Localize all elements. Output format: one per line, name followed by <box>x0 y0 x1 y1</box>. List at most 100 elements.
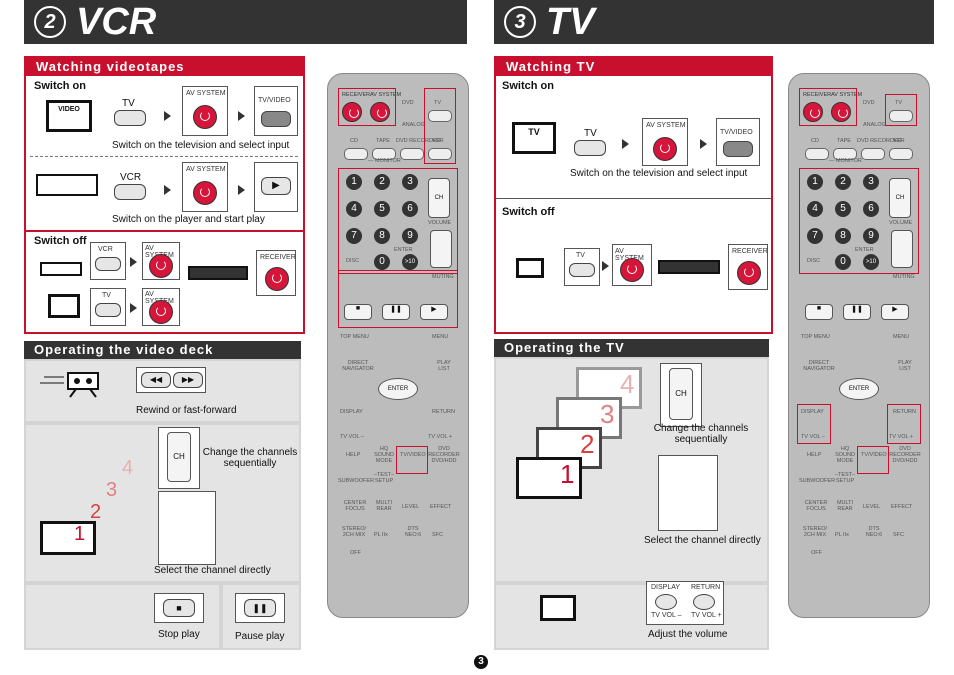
remote-enter-button[interactable]: ENTER <box>839 378 879 400</box>
remote-disc-label: DISC <box>807 258 821 264</box>
remote-pause-button[interactable]: ❚❚ <box>382 304 410 320</box>
highlight-power <box>799 88 857 126</box>
remote-center-label: CENTER FOCUS <box>343 500 367 512</box>
arrow-icon <box>130 257 137 267</box>
remote-digit-5[interactable]: 5 <box>374 201 390 217</box>
fast-forward-button[interactable]: ▶▶ <box>173 372 203 388</box>
highlight-tvvideo <box>396 446 428 474</box>
remote-digit-3[interactable]: 3 <box>402 174 418 190</box>
remote-digit-8[interactable]: 8 <box>835 228 851 244</box>
remote-digit-0[interactable]: 0 <box>374 254 390 270</box>
remote-tape-button[interactable] <box>372 148 396 160</box>
tv-stack-1 <box>516 457 582 499</box>
tv-video-button[interactable] <box>723 141 753 157</box>
tv-button[interactable] <box>574 140 606 156</box>
remote-ten-button[interactable]: >10 <box>402 254 418 270</box>
vcr-button[interactable] <box>95 257 121 271</box>
remote-stereo-label: STEREO/ 2CH MIX <box>341 526 367 538</box>
tv-icon <box>516 258 544 278</box>
remote-menu-label: MENU <box>432 334 449 340</box>
power-button[interactable] <box>149 300 173 324</box>
remote-direct-nav-label: DIRECT NAVIGATOR <box>803 360 835 372</box>
remote-dvdrec-label: DVD RECORDER <box>396 138 441 144</box>
remote-ch-rocker[interactable]: CH <box>889 178 911 218</box>
highlight-tv <box>885 94 917 126</box>
remote-digit-1[interactable]: 1 <box>807 174 823 190</box>
remote-cd-button[interactable] <box>805 148 829 160</box>
remote-dvdrec-button[interactable] <box>400 148 424 160</box>
rewind-button[interactable]: ◀◀ <box>141 372 171 388</box>
remote-digit-9[interactable]: 9 <box>863 228 879 244</box>
power-button[interactable] <box>193 105 217 129</box>
play-box: ▶ <box>254 162 298 212</box>
remote-digit-1[interactable]: 1 <box>346 174 362 190</box>
remote-digit-6[interactable]: 6 <box>863 201 879 217</box>
tv-off-box: TV <box>90 288 126 326</box>
remote-vcr-button[interactable] <box>889 148 913 160</box>
remote-digit-8[interactable]: 8 <box>374 228 390 244</box>
remote-tvvideo-label: TV/VIDEO <box>400 452 426 458</box>
remote-digit-3[interactable]: 3 <box>863 174 879 190</box>
remote-dvdrec-button[interactable] <box>861 148 885 160</box>
vcr-button[interactable] <box>114 184 146 200</box>
remote-digit-6[interactable]: 6 <box>402 201 418 217</box>
remote-volume-label: VOLUME <box>889 220 913 226</box>
power-button[interactable] <box>193 181 217 205</box>
tv-button[interactable] <box>95 303 121 317</box>
remote-tape-button[interactable] <box>833 148 857 160</box>
remote-digit-7[interactable]: 7 <box>346 228 362 244</box>
ch-rocker[interactable]: CH <box>167 432 191 482</box>
tv-vol-plus-button[interactable] <box>693 594 715 610</box>
power-button[interactable] <box>149 254 173 278</box>
remote-receiver-power[interactable] <box>803 102 823 122</box>
remote-topmenu-label: TOP MENU <box>801 334 830 340</box>
ch-rocker[interactable]: CH <box>669 368 693 420</box>
remote-volume-rocker[interactable] <box>891 230 913 268</box>
switch-on-label: Switch on <box>502 80 554 92</box>
remote-volume-rocker[interactable] <box>430 230 452 268</box>
power-button[interactable] <box>737 261 761 285</box>
tv-video-button[interactable] <box>261 111 291 127</box>
power-button[interactable] <box>620 258 644 282</box>
tv-button[interactable] <box>114 110 146 126</box>
receiver-label: RECEIVER <box>732 248 768 255</box>
tv-vol-minus-button[interactable] <box>655 594 677 610</box>
remote-stop-button[interactable]: ■ <box>805 304 833 320</box>
remote-digit-4[interactable]: 4 <box>807 201 823 217</box>
play-button[interactable]: ▶ <box>261 177 291 195</box>
remote-av-power[interactable] <box>370 102 390 122</box>
remote-digit-5[interactable]: 5 <box>835 201 851 217</box>
remote-play-button[interactable]: ▶ <box>420 304 448 320</box>
remote-digit-4[interactable]: 4 <box>346 201 362 217</box>
remote-receiver-power[interactable] <box>342 102 362 122</box>
remote-av-power[interactable] <box>831 102 851 122</box>
remote-pause-button[interactable]: ❚❚ <box>843 304 871 320</box>
remote-digit-7[interactable]: 7 <box>807 228 823 244</box>
remote-vcr-button[interactable] <box>428 148 452 160</box>
remote-digit-2[interactable]: 2 <box>835 174 851 190</box>
switch-tv-caption: Switch on the television and select inpu… <box>112 140 290 151</box>
remote-digit-0[interactable]: 0 <box>835 254 851 270</box>
remote-stereo-label: STEREO/ 2CH MIX <box>802 526 828 538</box>
pause-button[interactable]: ❚❚ <box>244 599 276 617</box>
stop-button[interactable]: ■ <box>163 599 195 617</box>
section-number: 2 <box>34 6 66 38</box>
remote-enter-button[interactable]: ENTER <box>378 378 418 400</box>
remote-ten-button[interactable]: >10 <box>863 254 879 270</box>
remote-play-button[interactable]: ▶ <box>881 304 909 320</box>
remote-tv-button[interactable] <box>428 110 452 122</box>
remote-ch-rocker[interactable]: CH <box>428 178 450 218</box>
remote-cd-button[interactable] <box>344 148 368 160</box>
power-button[interactable] <box>265 267 289 291</box>
tv-button[interactable] <box>569 263 595 277</box>
numpad-box <box>158 491 216 565</box>
remote-stop-button[interactable]: ■ <box>344 304 372 320</box>
highlight-power <box>338 88 396 126</box>
remote-tv-button[interactable] <box>889 110 913 122</box>
ch-box: CH <box>158 427 200 489</box>
remote-hq-label: HQ SOUND MODE <box>835 446 855 464</box>
remote-digit-9[interactable]: 9 <box>402 228 418 244</box>
tv-btn-label: TV <box>576 252 585 259</box>
remote-digit-2[interactable]: 2 <box>374 174 390 190</box>
power-button[interactable] <box>653 137 677 161</box>
